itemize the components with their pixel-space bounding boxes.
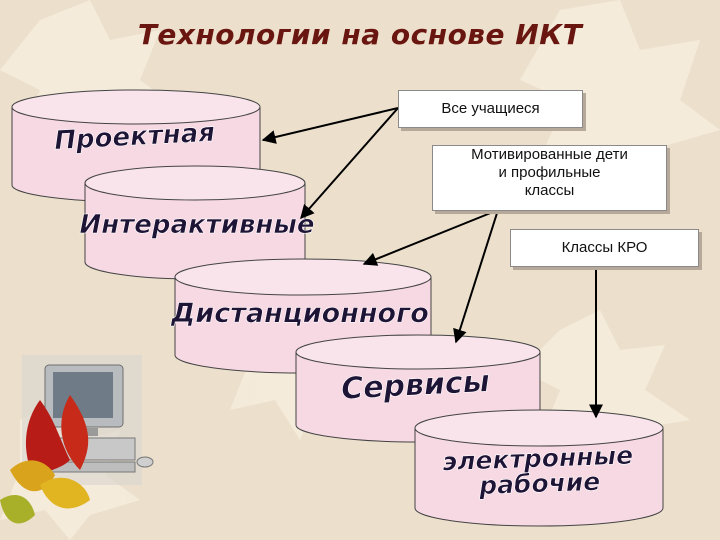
computer-clipart-icon xyxy=(0,355,154,524)
arrow-motivated-to-distance xyxy=(362,209,499,266)
cylinder-interactive xyxy=(84,165,306,280)
cylinder-label-interactive: Интерактивные xyxy=(79,210,314,240)
cylinder-label-electronic-line2: рабочие xyxy=(478,467,601,500)
page-title: Технологии на основе ИКТ xyxy=(137,18,583,51)
box-kro-classes: Классы КРО xyxy=(510,229,699,267)
box-motivated-children: Мотивированные дети и профильные классы xyxy=(432,145,667,211)
box-all-students: Все учащиеся xyxy=(398,90,583,128)
arrow-all-to-interactive xyxy=(300,107,399,220)
cylinder-electronic xyxy=(414,409,664,527)
cylinder-label-services: Сервисы xyxy=(340,364,490,407)
cylinder-label-projective: Проектная xyxy=(54,118,216,156)
cylinder-label-electronic-line1: электронные xyxy=(442,441,634,477)
arrow-motivated-to-services xyxy=(453,209,499,344)
arrow-all-to-projective xyxy=(261,107,399,144)
box-motivated-line2: и профильные xyxy=(498,164,601,181)
cylinder-label-distance: Дистанционного xyxy=(170,298,429,329)
box-motivated-line3: классы xyxy=(524,182,575,199)
box-all-students-text: Все учащиеся xyxy=(441,100,540,117)
box-kro-text: Классы КРО xyxy=(561,239,648,256)
connector-arrows xyxy=(261,107,603,419)
box-motivated-line1: Мотивированные дети xyxy=(471,146,628,163)
